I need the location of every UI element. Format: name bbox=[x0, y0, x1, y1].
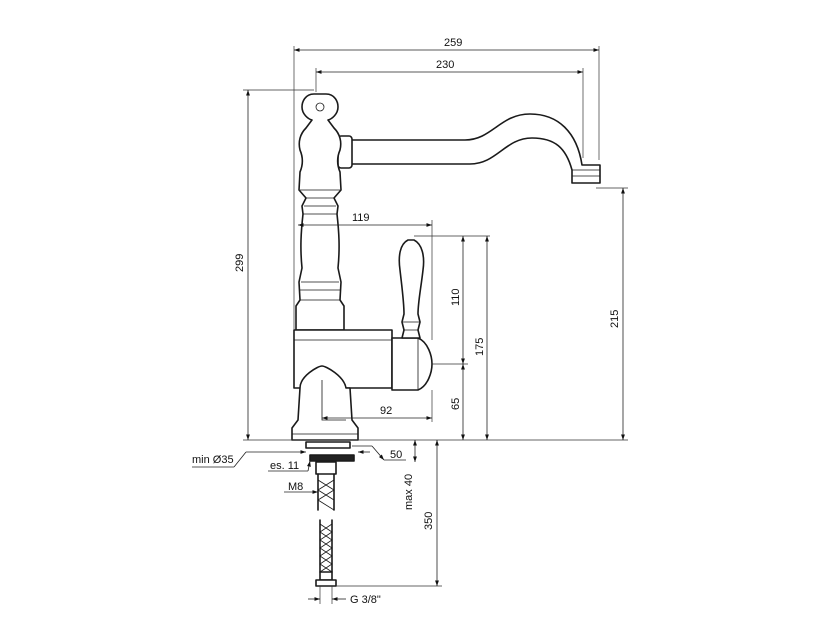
spout bbox=[349, 113, 601, 184]
faucet-outline bbox=[291, 93, 601, 441]
label-overall-width: 259 bbox=[444, 37, 462, 49]
label-lever-offset: 119 bbox=[352, 212, 370, 224]
label-spout-reach: 230 bbox=[436, 59, 454, 71]
dim-body-depth: 92 bbox=[322, 390, 433, 422]
dim-hose-length: 350 bbox=[336, 440, 442, 587]
dim-lever-offset: 119 bbox=[298, 212, 433, 340]
dim-rod: M8 bbox=[284, 481, 318, 494]
dim-base-height: 65 bbox=[450, 364, 465, 440]
dim-thickness: es. 11 bbox=[268, 460, 311, 472]
label-body-depth: 92 bbox=[380, 405, 392, 417]
dim-spout-height: 215 bbox=[492, 187, 628, 441]
label-thickness: es. 11 bbox=[270, 460, 299, 472]
label-total-height: 299 bbox=[234, 254, 246, 272]
label-body-height: 175 bbox=[474, 338, 486, 356]
faucet-base bbox=[291, 365, 359, 441]
dim-spout-reach: 230 bbox=[315, 59, 584, 158]
label-lever-height: 110 bbox=[450, 288, 462, 306]
dim-overall-width: 259 bbox=[293, 37, 600, 330]
dim-body-height: 175 bbox=[440, 236, 492, 441]
cartridge-cap bbox=[391, 337, 433, 391]
ornamental-column bbox=[295, 93, 345, 331]
label-max-counter: max 40 bbox=[403, 474, 415, 510]
dim-total-height: 299 bbox=[234, 89, 314, 441]
label-hose-length: 350 bbox=[423, 512, 435, 530]
dim-min-hole: min Ø35 bbox=[192, 450, 370, 468]
dim-max-counter: max 40 bbox=[403, 440, 417, 510]
label-base-height: 65 bbox=[450, 398, 462, 410]
label-spout-height: 215 bbox=[609, 310, 621, 328]
dim-base-offset: 50 bbox=[352, 445, 406, 461]
mounting-assembly bbox=[292, 439, 440, 587]
dim-lever-height: 110 bbox=[414, 235, 490, 365]
label-min-hole: min Ø35 bbox=[192, 454, 234, 466]
lever-handle bbox=[398, 239, 425, 339]
supply-hose bbox=[319, 519, 333, 573]
label-rod: M8 bbox=[288, 481, 303, 493]
dim-connection: G 3/8" bbox=[308, 586, 381, 606]
label-base-offset: 50 bbox=[390, 449, 402, 461]
label-connection: G 3/8" bbox=[350, 594, 381, 606]
